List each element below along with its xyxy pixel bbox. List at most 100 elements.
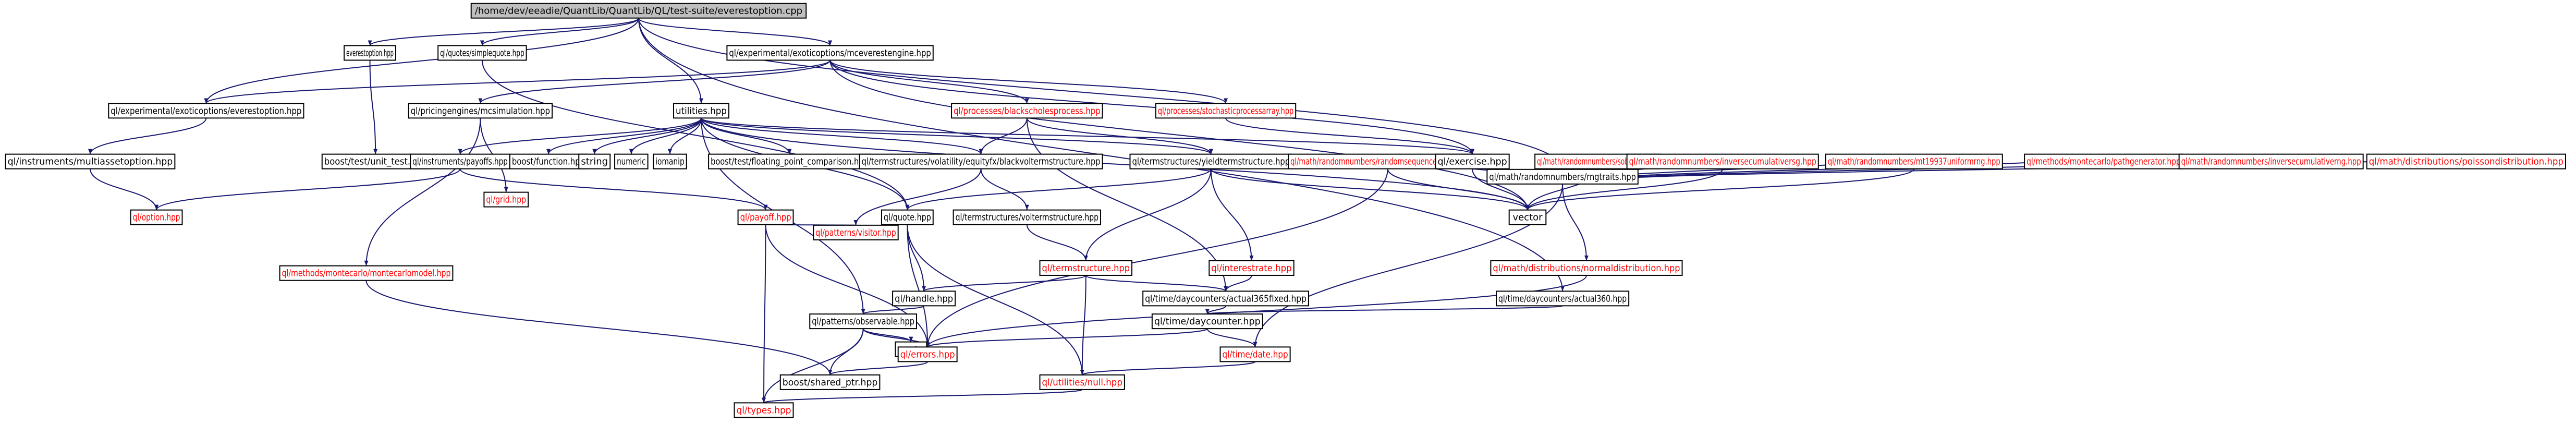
dependency-edge <box>1225 117 1474 155</box>
graph-node-ql-multiassetoption[interactable]: ql/instruments/multiassetoption.hpp <box>5 153 176 169</box>
node-box <box>734 402 794 418</box>
dependency-edge <box>1206 328 1258 347</box>
dependency-edge <box>629 118 702 154</box>
graph-node-ql-handle[interactable]: ql/handle.hpp <box>892 290 956 307</box>
node-label: vector <box>1512 212 1543 223</box>
dependency-edge <box>1080 275 1086 375</box>
node-label: ql/processes/stochasticprocessarray.hpp <box>1158 105 1293 116</box>
graph-node-ql-actual365fixed[interactable]: ql/time/daycounters/actual365fixed.hpp <box>1142 290 1309 307</box>
graph-node-ql-actual360[interactable]: ql/time/daycounters/actual360.hpp <box>1495 290 1630 307</box>
graph-node-ql-pricingengines-mcsimulation[interactable]: ql/pricingengines/mcsimulation.hpp <box>408 103 553 119</box>
graph-node-root[interactable]: /home/dev/eeadie/QuantLib/QuantLib/QL/te… <box>470 3 807 19</box>
graph-node-ql-processes-stochastic[interactable]: ql/processes/stochasticprocessarray.hpp <box>1155 103 1297 119</box>
node-box <box>437 45 527 61</box>
graph-node-ql-montecarlomodel[interactable]: ql/methods/montecarlo/montecarlomodel.hp… <box>279 265 454 281</box>
node-box <box>892 290 956 307</box>
graph-node-ql-instruments-payoffs[interactable]: ql/instruments/payoffs.hpp <box>410 153 510 169</box>
graph-node-ql-grid[interactable]: ql/grid.hpp <box>483 191 529 208</box>
graph-node-ql-voltermstructure[interactable]: ql/termstructures/voltermstructure.hpp <box>953 209 1102 225</box>
graph-node-ql-interestrate[interactable]: ql/interestrate.hpp <box>1208 260 1295 276</box>
graph-node-utilities-hpp[interactable]: utilities.hpp <box>673 103 729 119</box>
graph-node-ql-utilities-null[interactable]: ql/utilities/null.hpp <box>1039 374 1125 390</box>
graph-node-ql-randomnumbers-rngtraits[interactable]: ql/math/randomnumbers/rngtraits.hpp <box>1486 168 1639 185</box>
graph-node-ql-option[interactable]: ql/option.hpp <box>130 209 183 225</box>
node-label: iomanip <box>655 156 685 167</box>
node-label: ql/utilities/null.hpp <box>1042 377 1122 388</box>
node-label: ql/experimental/exoticoptions/mcevereste… <box>729 47 931 58</box>
edge-layer <box>88 17 2468 404</box>
graph-node-ql-normaldistribution[interactable]: ql/math/distributions/normaldistribution… <box>1490 260 1683 276</box>
node-box <box>2024 153 2183 169</box>
dependency-edge <box>1085 275 1228 292</box>
dependency-edge <box>853 168 982 225</box>
dependency-edge <box>368 17 639 46</box>
node-label: boost/test/floating_point_comparison.hpp <box>711 156 869 167</box>
dependency-edge <box>907 224 1084 375</box>
node-box <box>279 265 454 281</box>
node-label: string <box>581 156 608 167</box>
graph-node-ql-observable[interactable]: ql/patterns/observable.hpp <box>809 313 918 330</box>
graph-node-boost-shared-ptr[interactable]: boost/shared_ptr.hpp <box>779 374 881 390</box>
node-box <box>859 153 1103 169</box>
graph-node-ql-types[interactable]: ql/types.hpp <box>734 402 794 418</box>
dependency-edge <box>1525 168 1915 211</box>
node-box <box>1495 290 1630 307</box>
graph-node-ql-mt19937[interactable]: ql/math/randomnumbers/mt19937uniformrng.… <box>1825 153 2003 169</box>
dependency-edge <box>762 224 766 403</box>
node-label: boost/shared_ptr.hpp <box>783 377 878 388</box>
graph-node-ql-poissondistribution[interactable]: ql/math/distributions/poissondistributio… <box>2366 153 2567 169</box>
dependency-edge <box>979 118 1028 154</box>
graph-node-ql-termstructure[interactable]: ql/termstructure.hpp <box>1039 260 1133 276</box>
graph-node-numeric[interactable]: numeric <box>614 153 649 169</box>
node-box <box>483 191 529 208</box>
node-box <box>653 153 687 169</box>
node-label: ql/time/daycounter.hpp <box>1154 316 1261 327</box>
graph-node-ql-exercise[interactable]: ql/exercise.hpp <box>1435 153 1510 169</box>
dependency-edge <box>1210 168 1254 261</box>
graph-node-vector[interactable]: vector <box>1508 209 1547 225</box>
dependency-edge <box>700 117 1474 155</box>
graph-node-ql-quote[interactable]: ql/quote.hpp <box>881 209 934 225</box>
dependency-edge <box>829 59 1228 104</box>
graph-node-ql-processes-blackscholes[interactable]: ql/processes/blackscholesprocess.hpp <box>951 103 1103 119</box>
graph-node-ql-errors[interactable]: ql/errors.hpp <box>897 346 958 362</box>
graph-node-ql-yieldtermstructure[interactable]: ql/termstructures/yieldtermstructure.hpp <box>1129 153 1293 169</box>
node-box <box>813 224 899 240</box>
graph-node-ql-quotes-simplequote[interactable]: ql/quotes/simplequote.hpp <box>437 45 527 61</box>
graph-node-boost-floating[interactable]: boost/test/floating_point_comparison.hpp <box>708 153 871 169</box>
node-label: ql/time/date.hpp <box>1222 349 1288 360</box>
node-box <box>470 3 807 19</box>
node-label: ql/math/randomnumbers/inversecumulativer… <box>2181 156 2361 167</box>
graph-node-ql-mcengine[interactable]: ql/experimental/exoticoptions/mcevereste… <box>726 45 934 61</box>
dependency-edge <box>1472 168 1530 210</box>
graph-node-ql-inversecumulativersg[interactable]: ql/math/randomnumbers/inversecumulativer… <box>1626 153 1819 169</box>
graph-node-string[interactable]: string <box>578 153 611 169</box>
graph-node-ql-daycounter[interactable]: ql/time/daycounter.hpp <box>1151 313 1263 330</box>
graph-node-everestoption-hpp[interactable]: everestoption.hpp <box>344 45 396 61</box>
dependency-edge <box>458 117 702 155</box>
dependency-edge <box>1210 168 1530 211</box>
dependency-edge <box>365 280 832 375</box>
graph-node-ql-pathgenerator[interactable]: ql/methods/montecarlo/pathgenerator.hpp <box>2024 153 2183 169</box>
node-box <box>509 153 588 169</box>
node-label: ql/payoff.hpp <box>740 212 791 223</box>
dependency-edge <box>1205 305 1564 315</box>
node-label: boost/test/unit_test.hpp <box>324 156 427 167</box>
dependency-edge <box>762 389 1083 404</box>
graph-node-boost-function[interactable]: boost/function.hpp <box>509 153 588 169</box>
graph-node-ql-date[interactable]: ql/time/date.hpp <box>1219 346 1291 362</box>
dependency-edge <box>829 60 1474 154</box>
node-label: /home/dev/eeadie/QuantLib/QuantLib/QL/te… <box>475 6 802 17</box>
node-box <box>708 153 871 169</box>
node-label: ql/patterns/visitor.hpp <box>815 227 896 238</box>
graph-node-ql-exoticoption[interactable]: ql/experimental/exoticoptions/everestopt… <box>108 103 304 119</box>
graph-node-ql-payoff[interactable]: ql/payoff.hpp <box>737 209 794 225</box>
graph-node-ql-blackvolstructure[interactable]: ql/termstructures/volatility/equityfx/bl… <box>859 153 1103 169</box>
node-box <box>1151 313 1263 330</box>
node-label: ql/patterns/observable.hpp <box>812 316 914 327</box>
dependency-edge <box>369 60 378 154</box>
dependency-edge <box>765 224 930 347</box>
graph-node-ql-inversecumulativerng[interactable]: ql/math/randomnumbers/inversecumulativer… <box>2178 153 2364 169</box>
graph-node-ql-visitor[interactable]: ql/patterns/visitor.hpp <box>813 224 899 240</box>
graph-node-iomanip[interactable]: iomanip <box>653 153 687 169</box>
